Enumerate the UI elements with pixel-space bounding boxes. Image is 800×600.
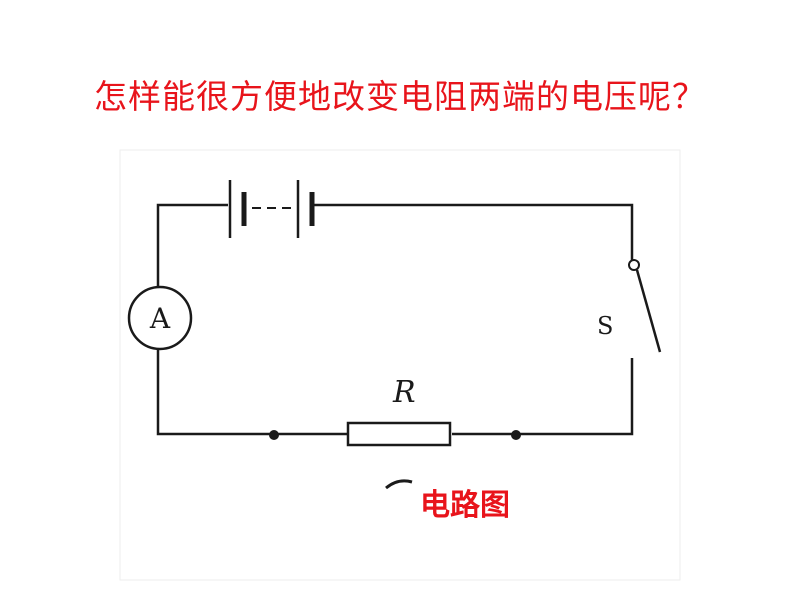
wire-bottom-right xyxy=(452,358,634,436)
battery-icon xyxy=(228,180,315,238)
scan-frame xyxy=(119,149,681,581)
diagram-caption: 电路图 xyxy=(420,488,510,523)
junction-dot-left xyxy=(269,430,279,440)
wire-bottom-left xyxy=(156,350,348,436)
switch-icon xyxy=(628,259,662,353)
switch-label: S xyxy=(597,312,613,340)
wire-top-left xyxy=(156,203,228,300)
question-title: 怎样能很方便地改变电阻两端的电压呢？ xyxy=(94,77,706,116)
junction-dot-right xyxy=(511,430,521,440)
partial-arc-mark xyxy=(385,479,413,490)
wire-top-right xyxy=(314,203,634,260)
resistor-label: R xyxy=(392,375,416,410)
resistor-icon xyxy=(346,421,452,447)
ammeter-icon xyxy=(127,285,193,351)
ammeter-label: A xyxy=(149,302,171,335)
